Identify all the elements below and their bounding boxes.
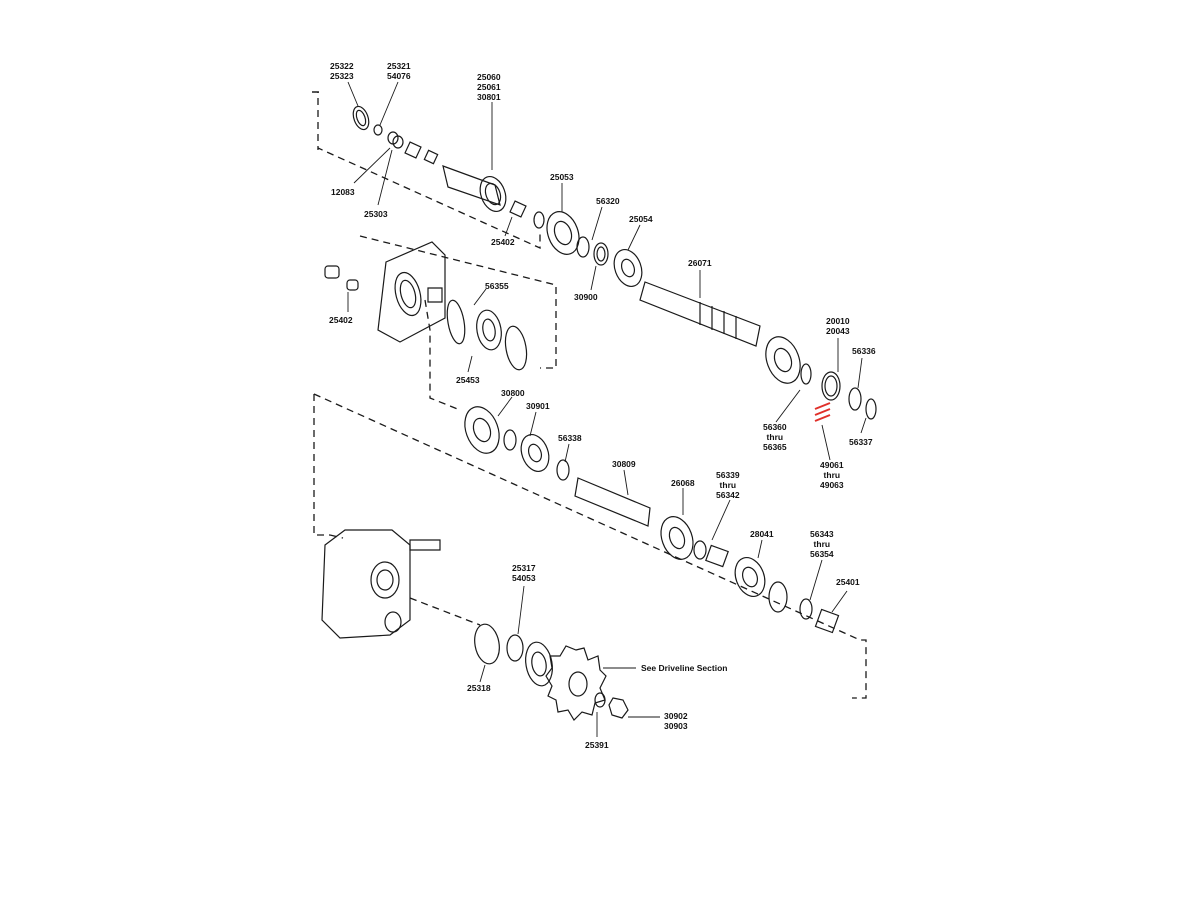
cover-plate-group <box>325 242 530 371</box>
part-label-25453: 25453 <box>456 375 480 385</box>
highlight-springs <box>815 403 830 421</box>
part-label-12083: 12083 <box>331 187 355 197</box>
part-label-25318: 25318 <box>467 683 491 693</box>
part-label-56320: 56320 <box>596 196 620 206</box>
mainshaft-group <box>350 104 876 419</box>
part-label-28041: 28041 <box>750 529 774 539</box>
part-label-30901: 30901 <box>526 401 550 411</box>
part-label-25054: 25054 <box>629 214 653 224</box>
part-label-56337: 56337 <box>849 437 873 447</box>
part-label-25303: 25303 <box>364 209 388 219</box>
part-label-25053: 25053 <box>550 172 574 182</box>
part-label-25402-upper: 25402 <box>491 237 515 247</box>
part-label-25401: 25401 <box>836 577 860 587</box>
housing-sprocket-group <box>322 530 628 720</box>
part-label-30900: 30900 <box>574 292 598 302</box>
part-label-56338: 56338 <box>558 433 582 443</box>
part-label-56355: 56355 <box>485 281 509 291</box>
part-label-26068: 26068 <box>671 478 695 488</box>
dashed-assembly-lines <box>312 92 866 698</box>
see-driveline-callout: See Driveline Section <box>641 663 728 673</box>
part-label-26071: 26071 <box>688 258 712 268</box>
part-label-30809: 30809 <box>612 459 636 469</box>
part-label-25402-lower: 25402 <box>329 315 353 325</box>
part-label-30800: 30800 <box>501 388 525 398</box>
part-label-56336: 56336 <box>852 346 876 356</box>
leader-lines <box>348 82 866 737</box>
countershaft-group <box>459 402 839 633</box>
part-label-25391: 25391 <box>585 740 609 750</box>
